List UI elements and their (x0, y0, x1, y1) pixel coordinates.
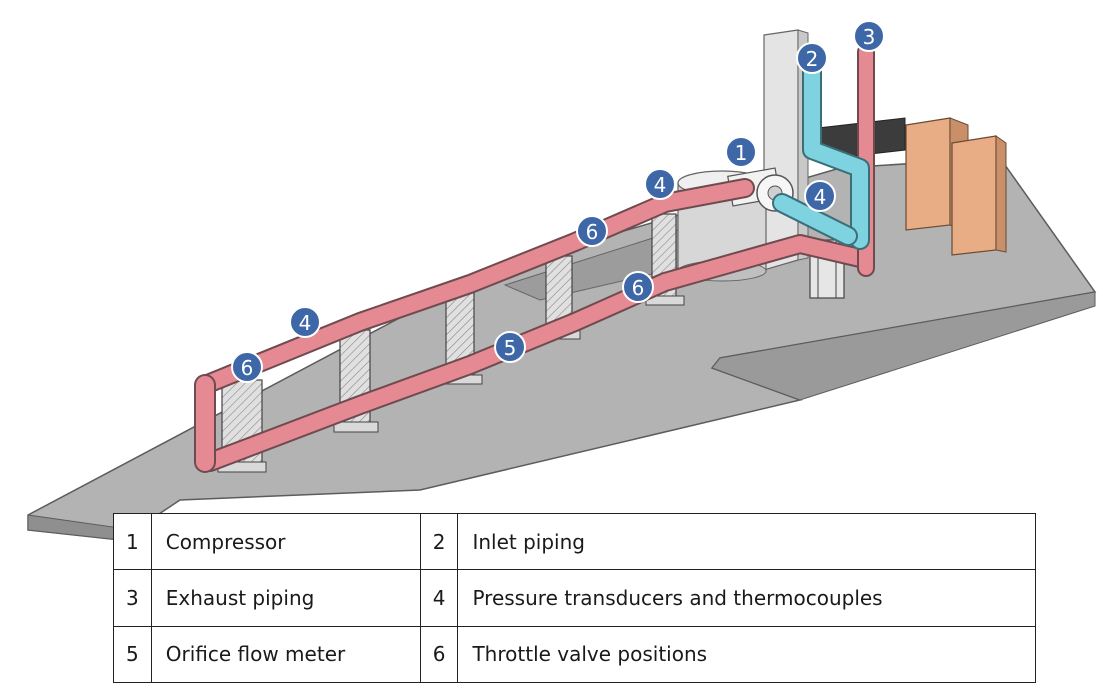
callout-marker: 3 (853, 20, 885, 52)
callout-marker: 6 (576, 215, 608, 247)
callout-marker: 5 (494, 331, 526, 363)
callout-number: 4 (654, 173, 667, 197)
callout-number: 3 (863, 25, 876, 49)
legend-label: Compressor (150, 512, 421, 571)
callout-circle (644, 168, 676, 200)
legend-label: Pressure transducers and thermocouples (457, 569, 1036, 627)
legend-table: 1 Compressor 2 Inlet piping 3 Exhaust pi… (113, 512, 1036, 684)
callout-number: 6 (241, 356, 254, 380)
legend-row: 3 Exhaust piping 4 Pressure transducers … (113, 569, 1036, 627)
callout-marker: 1 (725, 136, 757, 168)
callout-marker: 6 (622, 271, 654, 303)
callout-number: 1 (735, 141, 748, 165)
legend-number: 5 (113, 625, 152, 684)
callout-circle (725, 136, 757, 168)
callout-circle (576, 215, 608, 247)
callout-number: 6 (632, 276, 645, 300)
callout-marker: 4 (644, 168, 676, 200)
callout-marker: 2 (796, 42, 828, 74)
callout-number: 6 (586, 220, 599, 244)
callout-markers: 1 2 3 4 4 6 6 4 5 6 (231, 20, 885, 383)
legend-row: 1 Compressor 2 Inlet piping (113, 512, 1036, 571)
legend-label: Inlet piping (457, 512, 1036, 571)
callout-number: 4 (299, 311, 312, 335)
legend-label: Exhaust piping (150, 569, 421, 627)
callout-number: 2 (806, 47, 819, 71)
legend-number: 1 (113, 512, 152, 571)
legend-number: 3 (113, 569, 152, 627)
callout-circle (494, 331, 526, 363)
legend-row: 5 Orifice flow meter 6 Throttle valve po… (113, 625, 1036, 684)
callout-circle (231, 351, 263, 383)
inlet-piping (772, 60, 870, 250)
callout-marker: 4 (289, 306, 321, 338)
legend-number: 6 (419, 625, 459, 684)
control-cabinets (905, 117, 1007, 256)
legend-label: Orifice flow meter (150, 625, 421, 684)
legend-number: 4 (419, 569, 459, 627)
legend-label: Throttle valve positions (457, 625, 1036, 684)
callout-marker: 4 (804, 180, 836, 212)
callout-circle (622, 271, 654, 303)
exhaust-pipe-lower-run (200, 234, 870, 472)
callout-marker: 6 (231, 351, 263, 383)
exhaust-pipe-upper-run (195, 178, 755, 395)
callout-number: 5 (504, 336, 517, 360)
callout-circle (289, 306, 321, 338)
callout-circle (804, 180, 836, 212)
callout-number: 4 (814, 185, 827, 209)
callout-circle (796, 42, 828, 74)
legend-number: 2 (419, 512, 459, 571)
callout-circle (853, 20, 885, 52)
